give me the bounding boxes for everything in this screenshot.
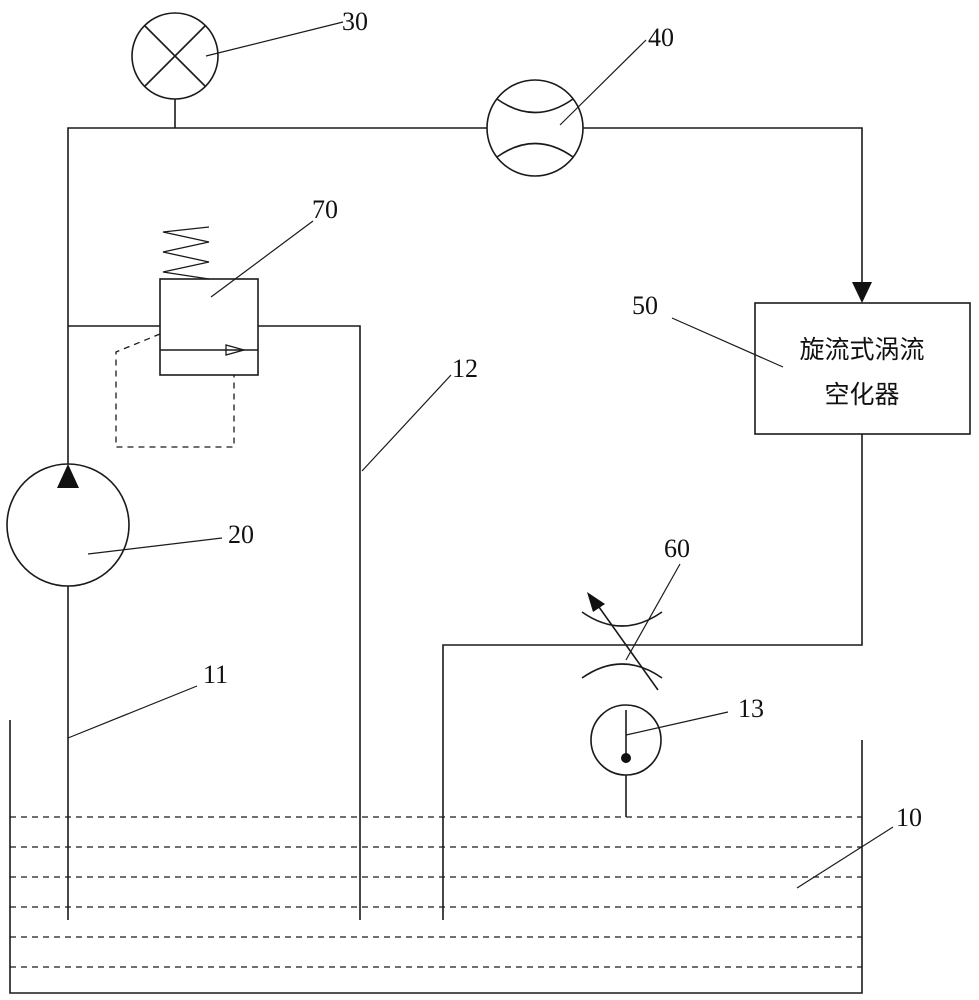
label-70: 70 xyxy=(312,195,338,224)
thermometer xyxy=(590,704,662,817)
label-30: 30 xyxy=(342,7,368,36)
cavitator-label-line2: 空化器 xyxy=(824,380,899,409)
fluid-level-lines xyxy=(10,816,862,968)
relief-spring xyxy=(162,226,210,280)
cavitator-label-line1: 旋流式涡流 xyxy=(799,335,924,364)
label-13: 13 xyxy=(738,694,764,723)
adjust-arrow xyxy=(587,592,605,612)
label-20: 20 xyxy=(228,520,254,549)
reference-numbers: 30 40 70 50 12 20 60 11 13 10 xyxy=(203,7,922,832)
throttle-valve xyxy=(581,592,663,691)
label-40: 40 xyxy=(648,23,674,52)
relief-valve xyxy=(68,226,361,920)
leader-lines xyxy=(67,21,894,889)
flow-arrow-to-cavitator xyxy=(852,282,872,303)
flow-meter xyxy=(486,79,584,177)
pilot-line xyxy=(115,333,235,448)
label-60: 60 xyxy=(664,534,690,563)
pressure-line xyxy=(67,127,863,464)
pump-direction-arrow xyxy=(57,464,79,488)
label-10: 10 xyxy=(896,803,922,832)
relief-return-line xyxy=(258,325,361,920)
cavitator-return-line xyxy=(442,434,863,920)
label-11: 11 xyxy=(203,660,228,689)
tank xyxy=(9,720,863,994)
pump xyxy=(6,463,130,587)
pressure-gauge xyxy=(131,12,219,128)
swirl-vortex-cavitator: 旋流式涡流 空化器 xyxy=(754,302,971,435)
label-12: 12 xyxy=(452,354,478,383)
label-50: 50 xyxy=(632,291,658,320)
